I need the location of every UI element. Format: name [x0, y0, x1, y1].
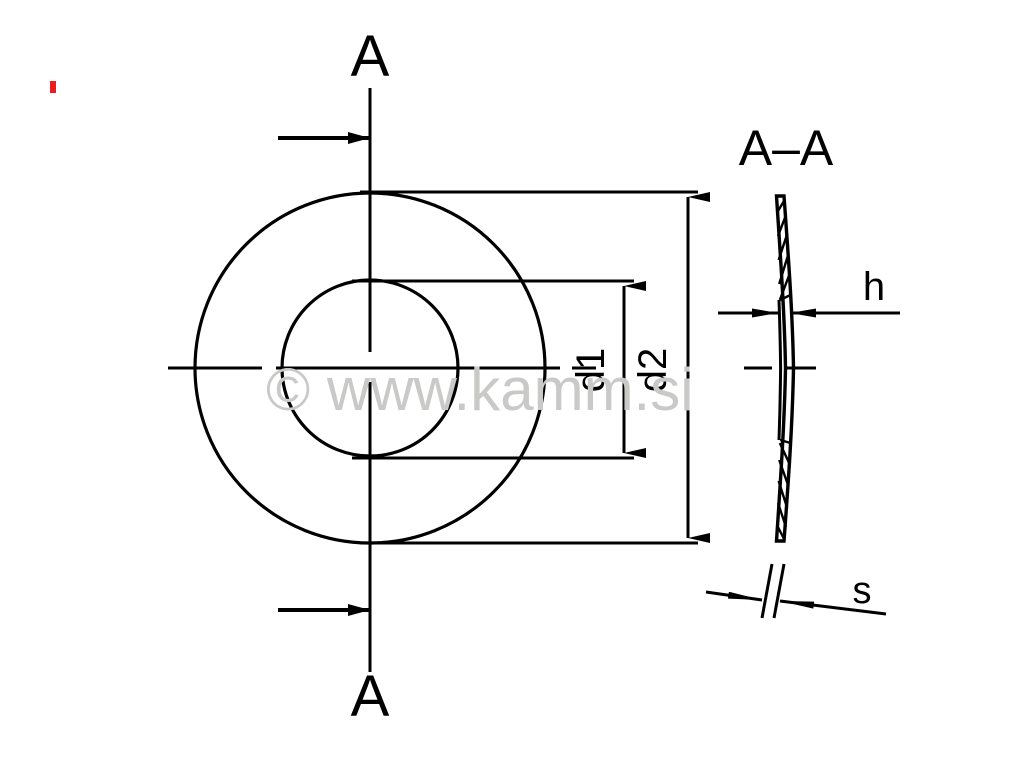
washer-section-outline: [774, 194, 796, 543]
section-hatching-upper: [776, 199, 791, 302]
dimension-extension-lines: [352, 190, 698, 545]
dimension-line-s-right: [779, 599, 887, 616]
thickness-leader-right: [772, 563, 786, 619]
section-arrow-group: [278, 132, 370, 616]
dimension-s-group: s: [705, 563, 887, 619]
red-marker-icon: [50, 81, 56, 93]
watermark: © www.kamm.si: [266, 356, 694, 423]
section-hatching-lower: [776, 438, 791, 541]
dimension-d1-group: d1: [569, 281, 646, 458]
dimension-label-d1: d1: [569, 348, 613, 393]
thickness-leader-left: [760, 563, 774, 619]
dimension-label-h: h: [863, 265, 885, 309]
dimension-h-group: h: [718, 265, 900, 318]
washer-section-inner-edge: [777, 299, 783, 441]
section-view-title: A–A: [739, 120, 834, 176]
dimension-line-s-left: [705, 590, 763, 602]
section-label-bottom: A: [351, 664, 390, 729]
section-label-top: A: [351, 24, 390, 89]
dimension-label-s: s: [853, 570, 872, 612]
dimension-d2-group: d2: [631, 192, 710, 543]
section-view-group: A–A: [739, 120, 834, 543]
dimension-label-d2: d2: [631, 348, 675, 393]
